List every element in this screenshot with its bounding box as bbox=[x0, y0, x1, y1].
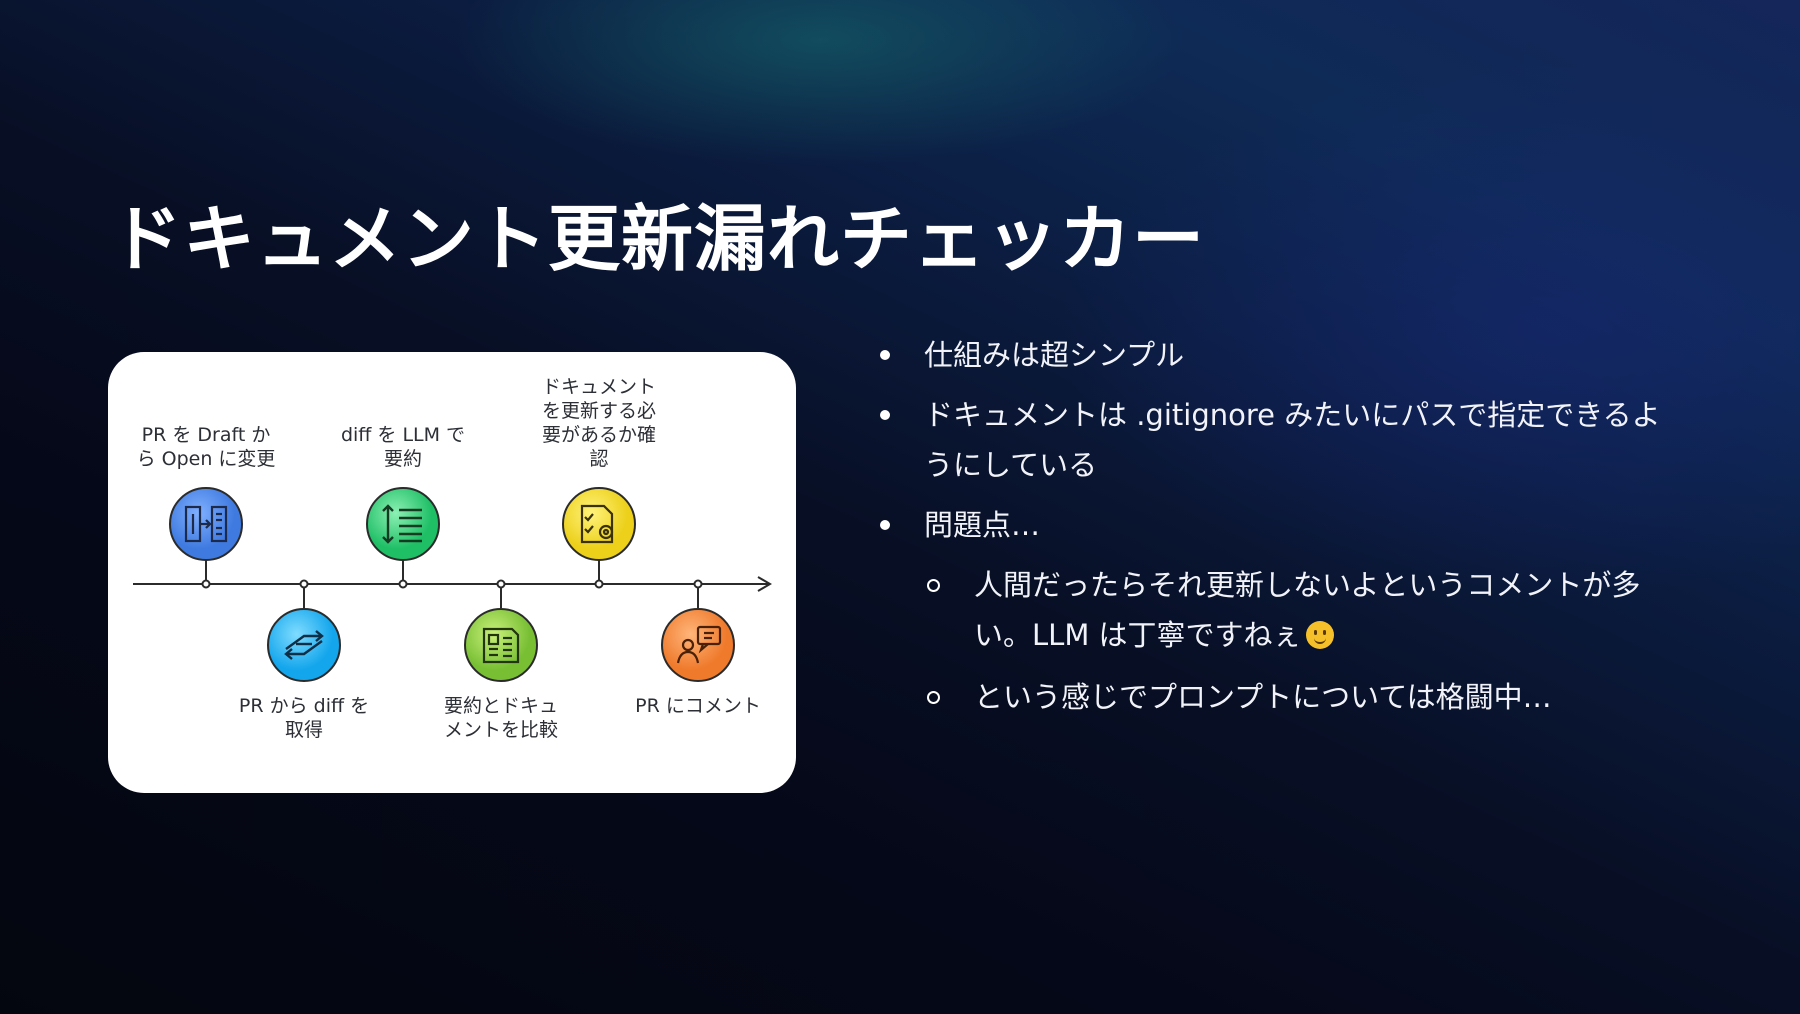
step-label: ドキュメントを更新する必 要があるか確認 bbox=[541, 376, 656, 470]
sub-bullet-item: 人間だったらそれ更新しないよというコメントが多 い。LLM は丁寧ですねぇ bbox=[974, 568, 1641, 652]
sub-bullet-ring bbox=[927, 691, 940, 704]
columns-transfer-icon bbox=[169, 487, 243, 561]
bullet-dot bbox=[880, 410, 890, 420]
bullet-dot bbox=[880, 520, 890, 530]
step-label: PR から diff を取得 bbox=[238, 695, 370, 741]
swap-arrows-icon bbox=[267, 608, 341, 682]
flow-diagram bbox=[133, 487, 772, 682]
bullet-item: ドキュメントは .gitignore みたいにパスで指定できるよ うにしている bbox=[924, 398, 1661, 482]
document-gear-icon bbox=[562, 487, 636, 561]
sub-bullet-ring bbox=[927, 579, 940, 592]
bullet-item: 問題点… bbox=[924, 508, 1041, 542]
comment-user-icon bbox=[661, 608, 735, 682]
step-label: diff を LLM で要約 bbox=[340, 424, 466, 470]
step-label: PR にコメント bbox=[635, 695, 761, 717]
melting-face-emoji bbox=[1305, 621, 1334, 649]
flow-diagram-card: PR を Draft から Open に変更 PR から diff を取得 di… bbox=[108, 352, 796, 793]
step-label: 要約とドキュメントを比較 bbox=[443, 695, 558, 741]
bullet-dot bbox=[880, 350, 890, 360]
document-compare-icon bbox=[464, 608, 538, 682]
bullet-item: 仕組みは超シンプル bbox=[924, 338, 1185, 372]
step-label: PR を Draft から Open に変更 bbox=[136, 424, 276, 470]
timeline-arrowhead bbox=[757, 576, 772, 592]
sub-bullet-item: という感じでプロンプトについては格闘中… bbox=[974, 680, 1552, 714]
slide-title: ドキュメント更新漏れチェッカー bbox=[110, 197, 1206, 281]
list-resize-icon bbox=[366, 487, 440, 561]
